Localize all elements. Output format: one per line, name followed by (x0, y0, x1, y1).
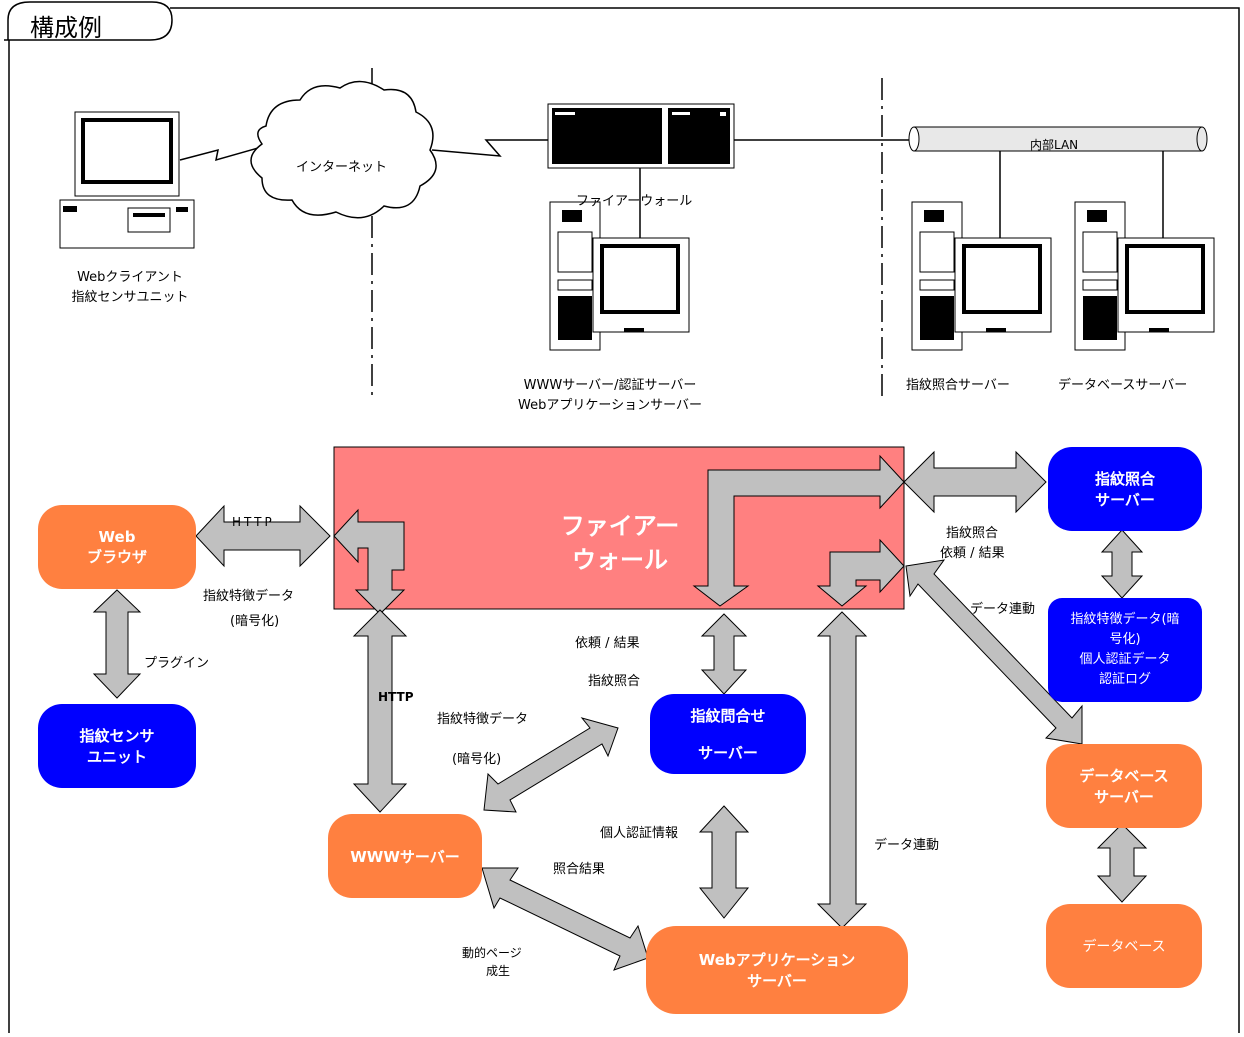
request-result-label: 依頼 / 結果 (575, 636, 640, 651)
arrow-browser-firewall (195, 504, 331, 568)
plugin-label: プラグイン (144, 656, 210, 671)
arrows (92, 450, 1148, 971)
db-server-icon (1074, 201, 1215, 351)
match-result-label: 照合結果 (553, 862, 606, 877)
sensor-unit-label-1: 指紋センサ (79, 727, 155, 745)
client-label-1: Webクライアント (77, 270, 183, 285)
link-internet-firewall (431, 139, 548, 157)
dynamic-page-label-1: 動的ページ (462, 946, 522, 960)
web-browser-box: Web ブラウザ (38, 505, 196, 589)
data-label-1: 指紋特徴データ(暗 (1070, 612, 1180, 627)
firewall-device-label: ファイアーウォール (576, 194, 693, 209)
internet-cloud-icon (250, 80, 437, 219)
webapp-server-label-2: サーバー (747, 972, 807, 990)
arrow-browser-sensor (92, 589, 142, 699)
inquiry-server-box: 指紋問合せ サーバー (650, 694, 806, 774)
db-server-box-label-1: データベース (1079, 767, 1169, 785)
fingerprint-data-box: 指紋特徴データ(暗 号化) 個人認証データ 認証ログ (1048, 598, 1202, 702)
firewall-device-icon (547, 103, 735, 169)
right-match-label: 指紋照合 (946, 526, 999, 541)
www-label-2: Webアプリケーションサーバー (518, 398, 702, 413)
feature-data-label: 指紋特徴データ (203, 589, 295, 604)
firewall-box-label-2: ウォール (572, 546, 668, 574)
title-tab (3, 1, 173, 41)
database-label: データベース (1082, 939, 1166, 955)
inquiry-server-label-1: 指紋問合せ (690, 707, 766, 725)
db-server-label: データベースサーバー (1058, 378, 1188, 393)
data-label-4: 認証ログ (1098, 672, 1151, 687)
frame-border (170, 7, 1240, 1033)
www-server-box-label: WWWサーバー (350, 847, 460, 866)
inquiry-server-label-2: サーバー (698, 744, 758, 762)
arrow-dbserver-database (1096, 823, 1148, 903)
data-label-3: 個人認証データ (1079, 652, 1171, 667)
lan-cable-icon (908, 126, 1208, 152)
match-server-box: 指紋照合 サーバー (1048, 447, 1202, 531)
internet-label: インターネット (296, 160, 388, 175)
arrow-firewall-inquiry (700, 613, 748, 695)
arrow-firewall-hook-left (333, 508, 406, 615)
data-label-2: 号化) (1109, 632, 1141, 647)
match-server-box-label-1: 指紋照合 (1094, 470, 1155, 488)
arrow-matchserver-data (1100, 529, 1144, 599)
client-label-2: 指紋センサユニット (71, 290, 189, 305)
arrow-www-inquiry (483, 717, 619, 813)
match-server-label: 指紋照合サーバー (906, 378, 1010, 393)
personal-auth-label: 個人認証情報 (600, 826, 679, 841)
sensor-unit-label-2: ユニット (86, 748, 147, 766)
webapp-server-box: Webアプリケーション サーバー (646, 926, 908, 1014)
webapp-server-label-1: Webアプリケーション (698, 951, 856, 969)
dynamic-page-label-2: 成生 (486, 964, 511, 978)
feature-data-label-2: 指紋特徴データ (437, 712, 529, 727)
arrow-firewall-hook-small (816, 538, 905, 607)
arrow-inquiry-webapp (698, 805, 750, 919)
web-browser-label-1: Web (98, 527, 136, 546)
db-server-box: データベース サーバー (1046, 744, 1202, 828)
firewall-box-label-1: ファイアー (560, 512, 680, 540)
web-browser-label-2: ブラウザ (86, 547, 147, 566)
arrow-firewall-matchserver (903, 450, 1047, 514)
encrypted-label-2: (暗号化) (452, 752, 502, 767)
http-top-label: HTTP (232, 515, 275, 529)
encrypted-label: (暗号化) (230, 614, 280, 629)
link-client-internet (179, 147, 259, 162)
fp-match-label: 指紋照合 (588, 674, 641, 689)
lan-label: 内部LAN (1030, 138, 1079, 152)
match-server-box-label-2: サーバー (1095, 491, 1155, 509)
www-label-1: WWWサーバー/認証サーバー (523, 378, 697, 393)
db-server-box-label-2: サーバー (1094, 788, 1154, 806)
data-link-right-label: データ連動 (970, 602, 1036, 617)
match-server-icon (911, 201, 1052, 351)
www-server-box: WWWサーバー (328, 814, 482, 898)
arrow-firewall-www (352, 609, 408, 813)
right-request-label: 依頼 / 結果 (940, 546, 1005, 561)
arrow-firewall-webapp (816, 611, 868, 929)
client-computer-icon (59, 111, 195, 249)
sensor-unit-box: 指紋センサ ユニット (38, 704, 196, 788)
database-box: データベース (1046, 904, 1202, 988)
page-title: 構成例 (30, 14, 102, 42)
www-server-icon (549, 201, 690, 351)
http-side-label: HTTP (378, 690, 414, 704)
data-link-mid-label: データ連動 (874, 838, 940, 853)
